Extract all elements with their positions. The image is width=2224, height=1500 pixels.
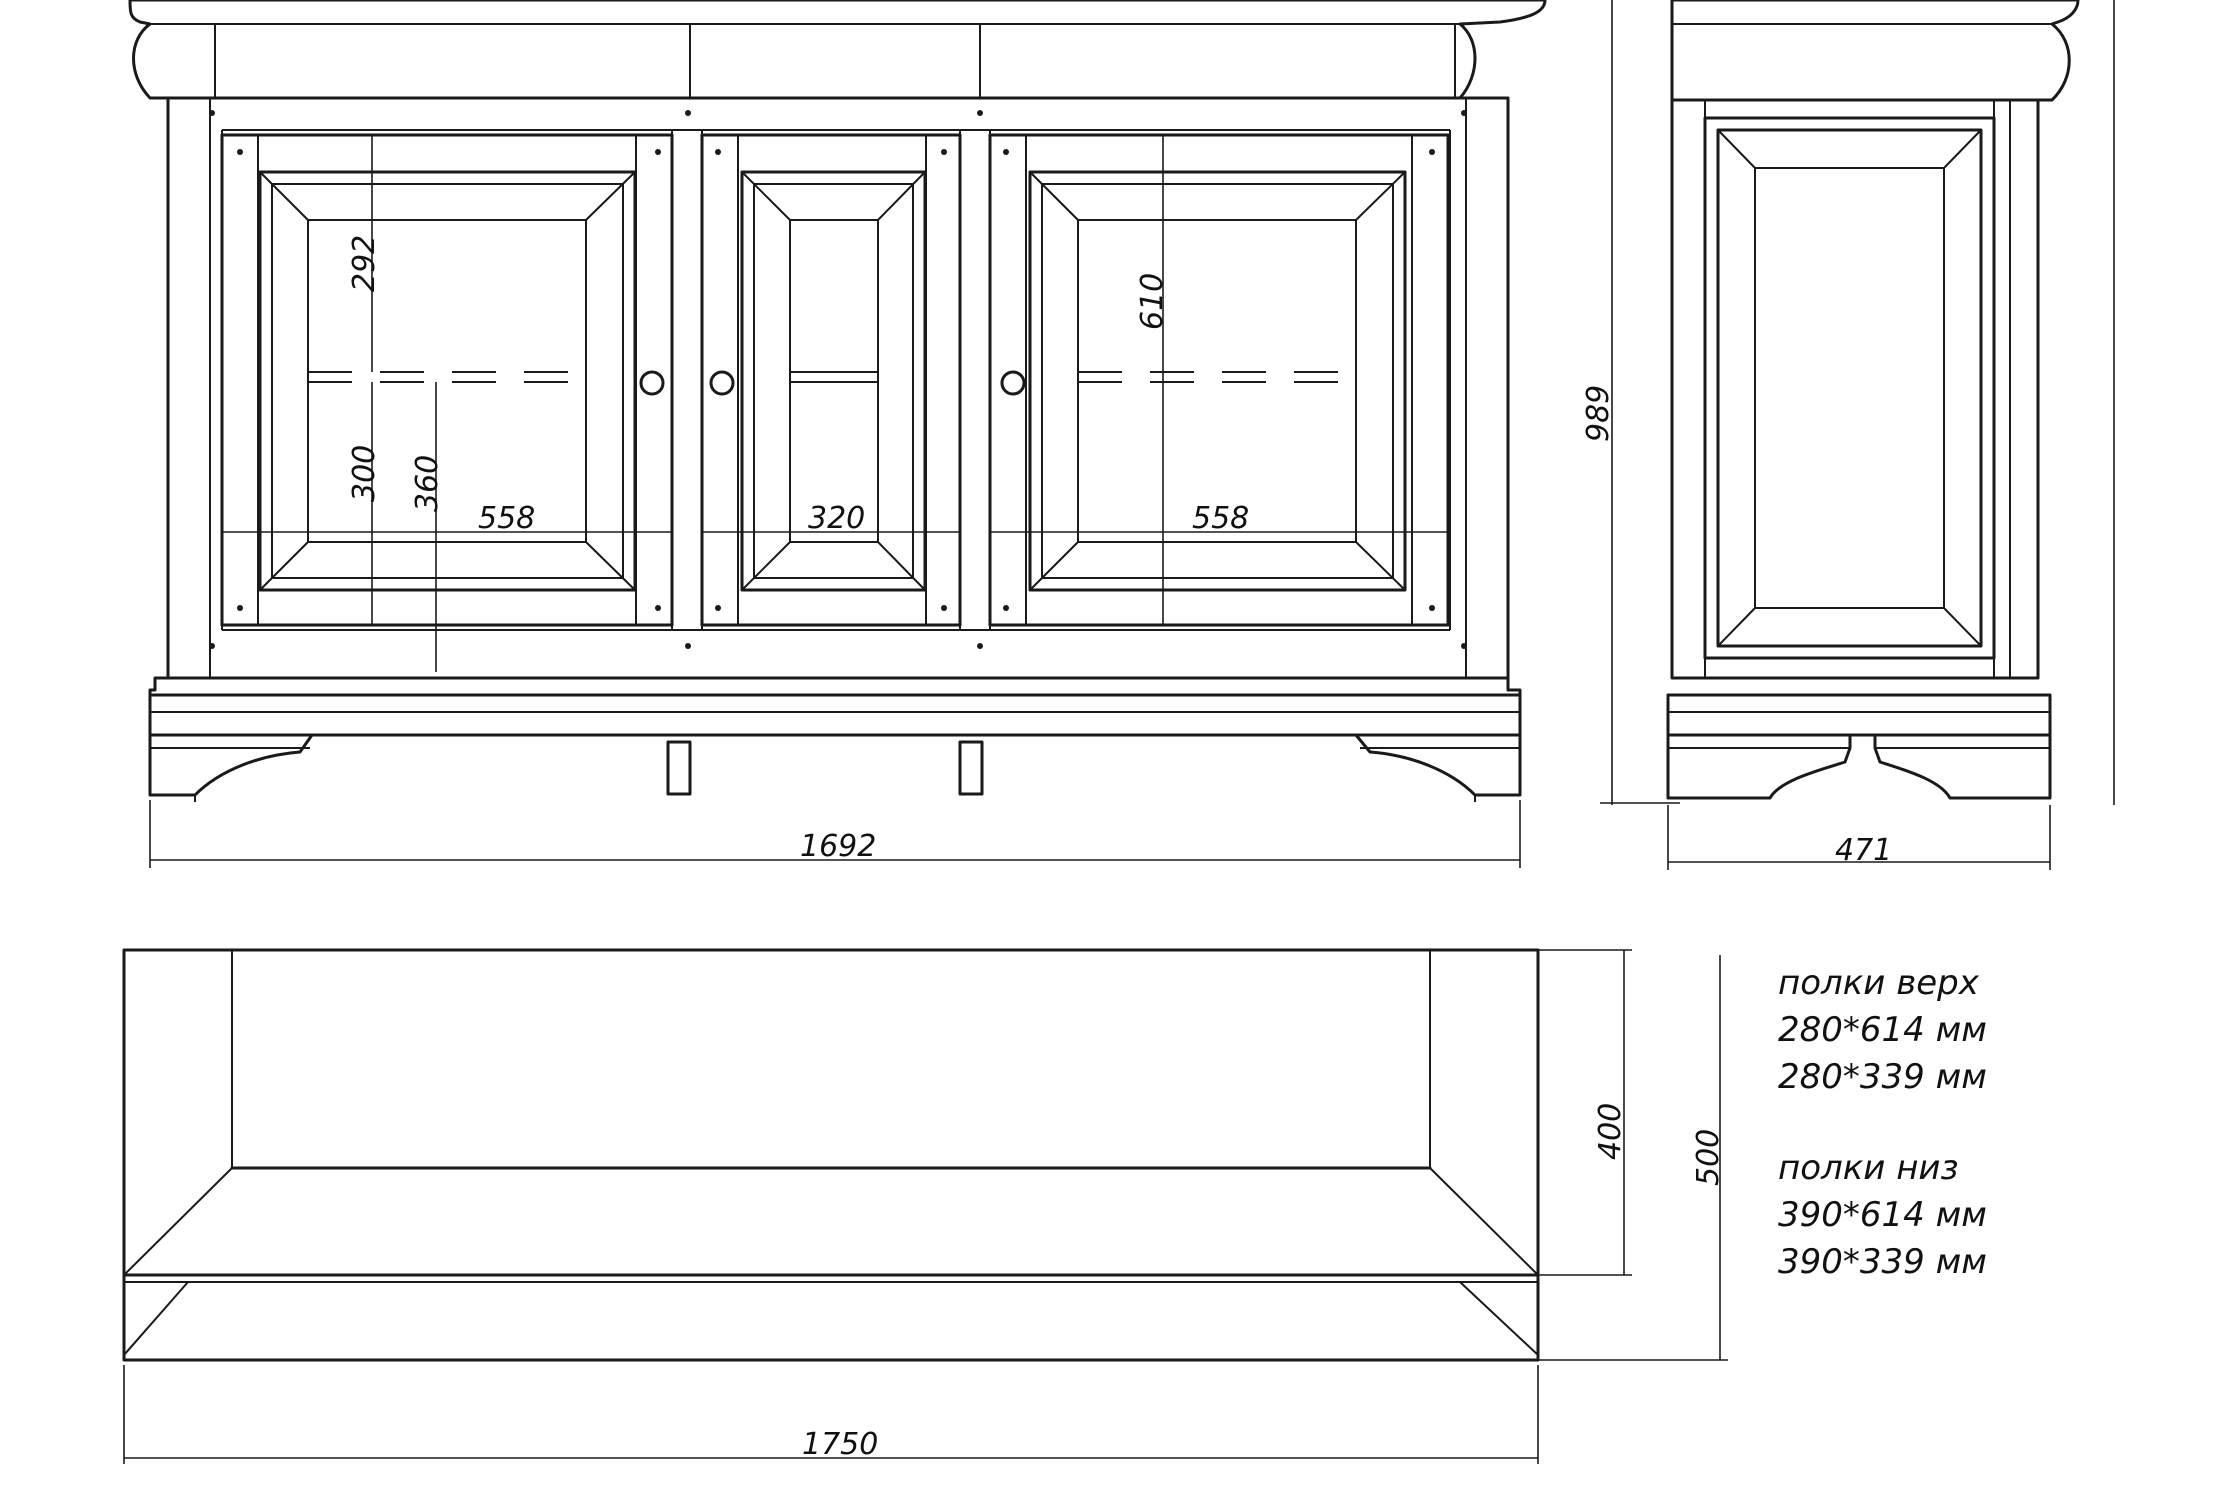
side-carcass bbox=[1670, 98, 2040, 680]
dim-door-height: 610 bbox=[1135, 273, 1170, 330]
knob-middle-left bbox=[709, 370, 735, 396]
side-view: 989 471 bbox=[1581, 0, 2115, 870]
dim-lower-shelf-height: 300 bbox=[347, 445, 382, 502]
lower-shelf-size-1: 390*614 мм bbox=[1778, 1195, 1987, 1235]
middle-door bbox=[700, 133, 962, 627]
dim-left-door-width: 558 bbox=[478, 501, 535, 536]
dim-bottom-height: 360 bbox=[410, 455, 445, 512]
knob-middle-right bbox=[1000, 370, 1026, 396]
upper-shelf-size-1: 280*614 мм bbox=[1778, 1010, 1987, 1050]
upper-shelves-title: полки верх bbox=[1778, 963, 1979, 1003]
dim-middle-door-width: 320 bbox=[808, 501, 865, 536]
center-leg-left bbox=[666, 740, 692, 796]
front-base bbox=[148, 733, 1522, 797]
left-door bbox=[220, 133, 674, 627]
front-plinth bbox=[148, 676, 1522, 697]
shelf-notes: полки верх 280*614 мм 280*339 мм полки н… bbox=[1778, 960, 1987, 1286]
dim-overall-width: 1692 bbox=[800, 829, 876, 864]
right-door bbox=[988, 133, 1450, 627]
dim-right-door-width: 558 bbox=[1192, 501, 1249, 536]
upper-shelf-size-2: 280*339 мм bbox=[1778, 1057, 1987, 1097]
front-cornice bbox=[128, 0, 1547, 100]
front-dimensions bbox=[149, 135, 1521, 868]
dim-side-depth: 471 bbox=[1835, 833, 1892, 868]
lower-shelf-size-2: 390*339 мм bbox=[1778, 1242, 1987, 1282]
side-cornice bbox=[1670, 0, 2080, 102]
lower-shelves-title: полки низ bbox=[1778, 1148, 1959, 1188]
dim-plan-outer-depth: 500 bbox=[1691, 1129, 1726, 1186]
side-plinth bbox=[1666, 693, 2052, 737]
center-leg-right bbox=[958, 740, 984, 796]
dim-side-height: 989 bbox=[1581, 385, 1616, 442]
dim-upper-shelf-height: 292 bbox=[347, 235, 382, 292]
dim-plan-inner-depth: 400 bbox=[1593, 1103, 1628, 1160]
knob-left bbox=[639, 370, 665, 396]
plan-view: 1750 400 500 bbox=[122, 948, 1728, 1464]
hinge-markers bbox=[209, 110, 1467, 649]
side-base bbox=[1666, 733, 2052, 800]
front-view: 1692 558 320 558 292 300 360 610 bbox=[128, 0, 1547, 868]
plan-outline bbox=[122, 948, 1540, 1362]
dim-plan-width: 1750 bbox=[802, 1427, 878, 1462]
